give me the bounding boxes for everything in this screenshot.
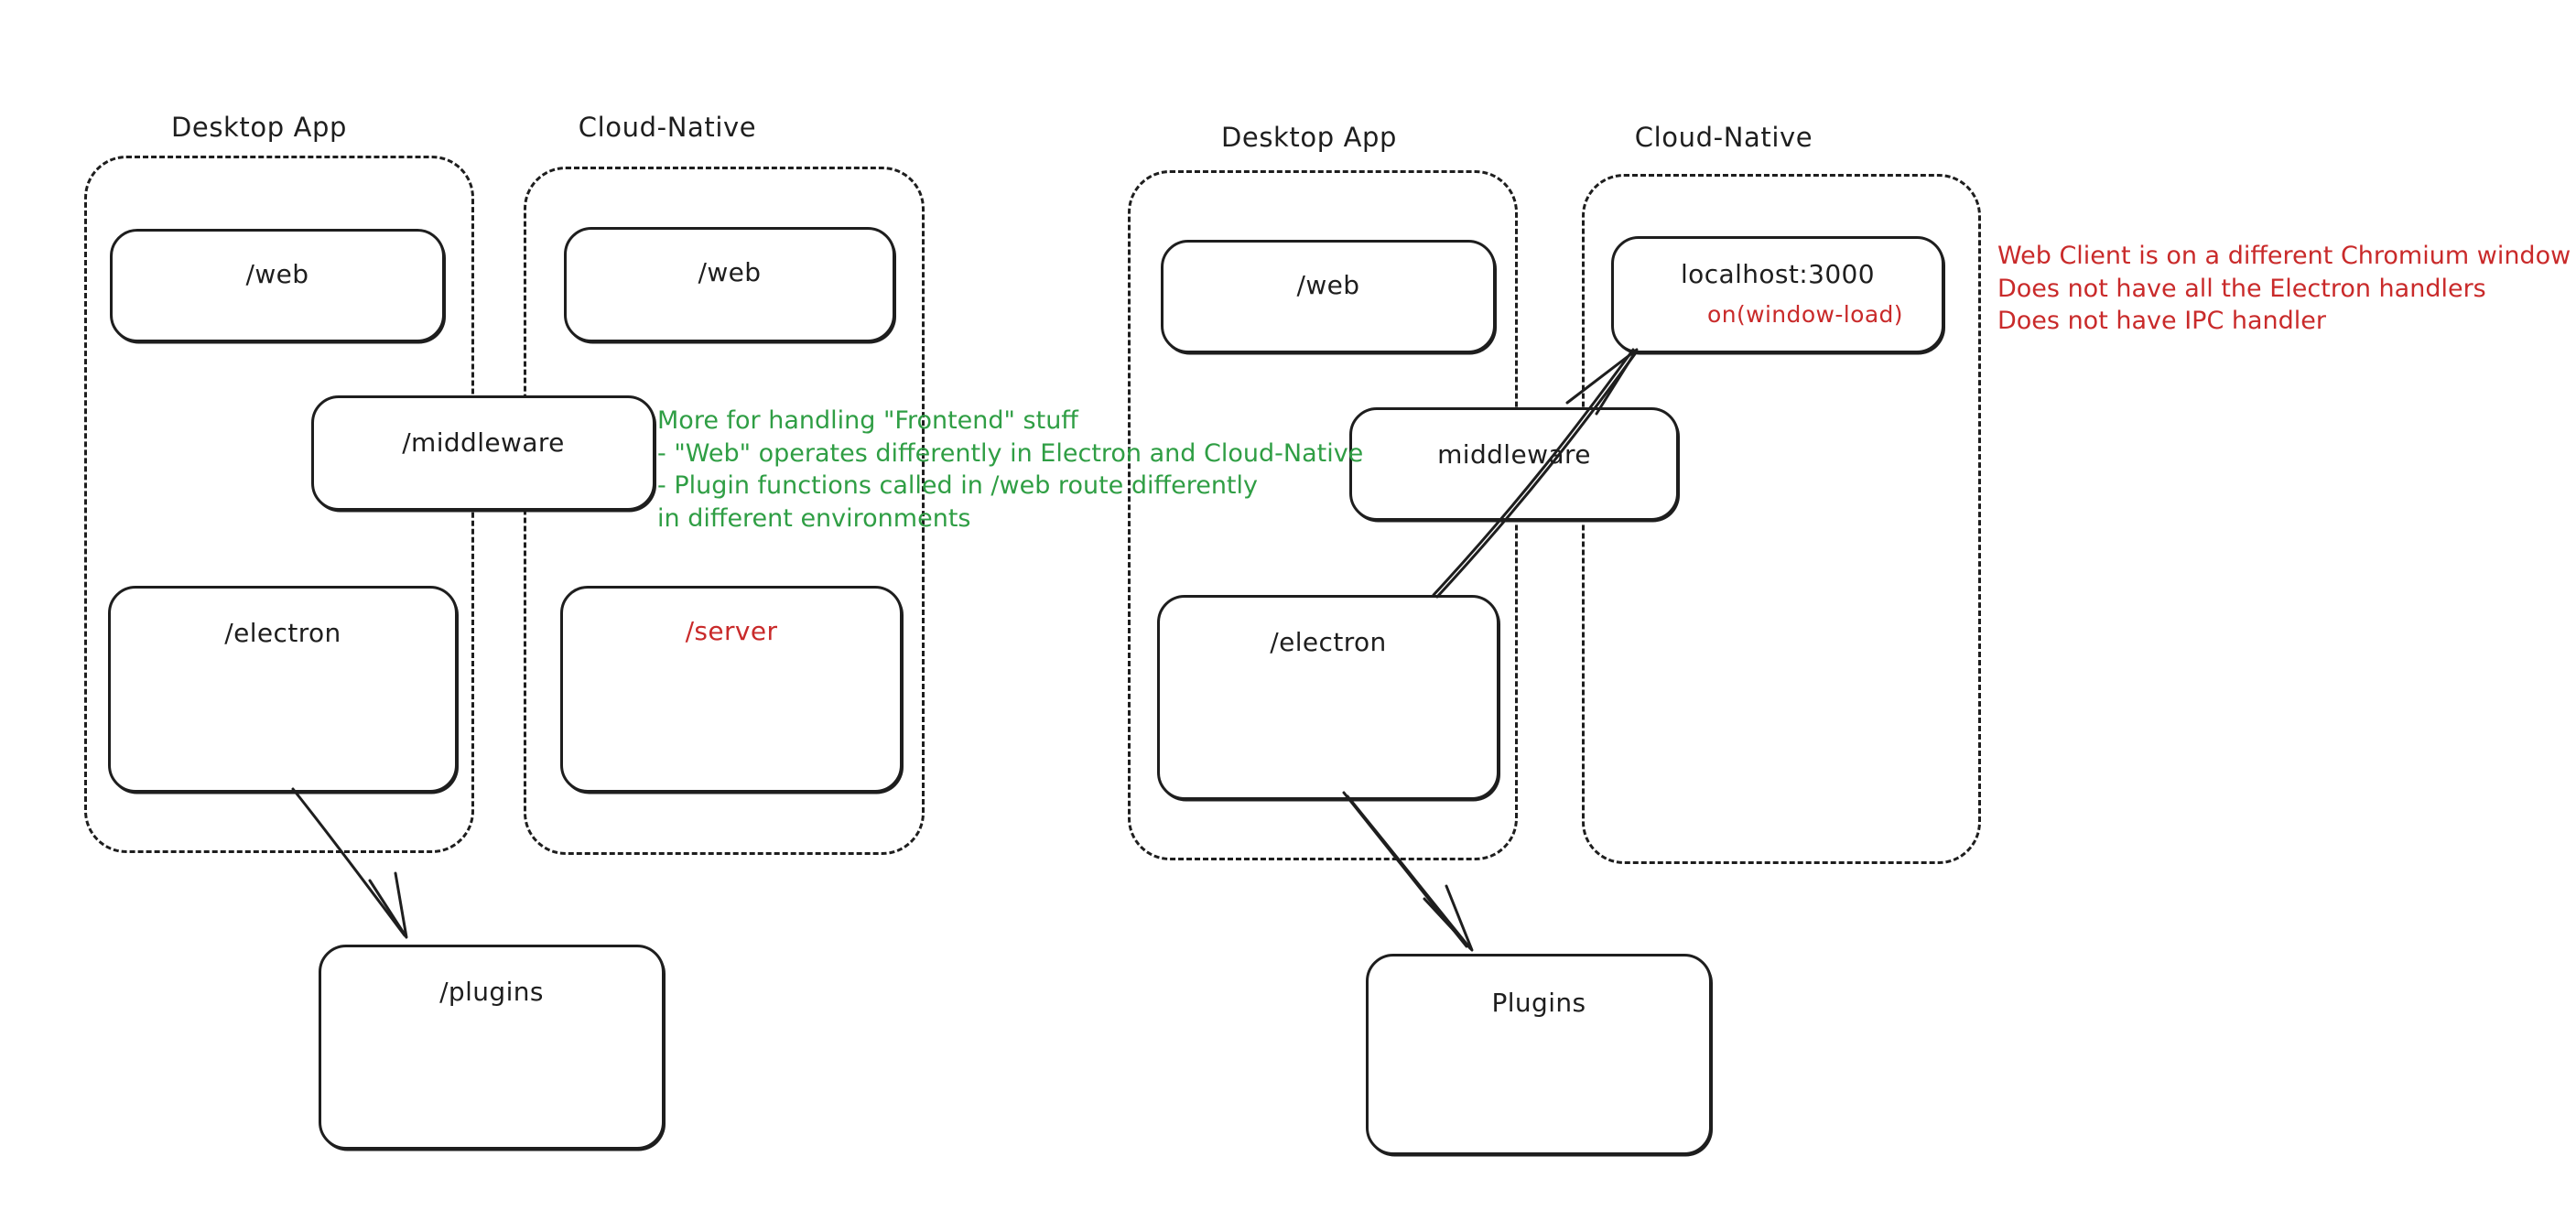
- node-label-left-cloud-web: /web: [698, 257, 762, 287]
- note-red: Web Client is on a different Chromium wi…: [1997, 242, 2571, 336]
- group-label-right-desktop: Desktop App: [1220, 122, 1398, 153]
- node-left-server[interactable]: /server: [560, 586, 903, 793]
- node-label-left-server: /server: [685, 616, 778, 646]
- group-box-left-cloud: [524, 167, 925, 855]
- group-label-right-cloud: Cloud-Native: [1634, 122, 1813, 153]
- node-right-desktop-web[interactable]: /web: [1161, 240, 1496, 353]
- group-label-left-desktop: Desktop App: [170, 112, 348, 143]
- node-left-cloud-web[interactable]: /web: [564, 227, 895, 342]
- node-label-left-electron: /electron: [224, 618, 341, 648]
- node-left-plugins[interactable]: /plugins: [319, 945, 665, 1150]
- node-left-desktop-web[interactable]: /web: [110, 229, 445, 342]
- note-green: More for handling "Frontend" stuff - "We…: [657, 406, 1364, 533]
- node-label-right-localhost: localhost:3000: [1681, 259, 1875, 289]
- node-label-right-desktop-web: /web: [1296, 270, 1360, 300]
- node-label-left-plugins: /plugins: [439, 977, 544, 1007]
- node-label-right-electron: /electron: [1270, 627, 1387, 657]
- node-label-left-desktop-web: /web: [245, 259, 309, 289]
- node-right-middleware[interactable]: middleware: [1349, 407, 1679, 521]
- node-left-electron[interactable]: /electron: [108, 586, 458, 793]
- node-right-electron[interactable]: /electron: [1157, 595, 1499, 800]
- node-right-plugins[interactable]: Plugins: [1366, 954, 1712, 1155]
- node-label-left-middleware: /middleware: [402, 427, 565, 458]
- node-right-localhost[interactable]: localhost:3000 on(window-load): [1611, 236, 1944, 353]
- node-left-middleware[interactable]: /middleware: [311, 395, 655, 511]
- node-sublabel-right-localhost: on(window-load): [1707, 301, 1903, 328]
- node-label-right-plugins: Plugins: [1491, 988, 1586, 1018]
- group-label-left-cloud: Cloud-Native: [578, 112, 757, 143]
- node-label-right-middleware: middleware: [1437, 439, 1591, 470]
